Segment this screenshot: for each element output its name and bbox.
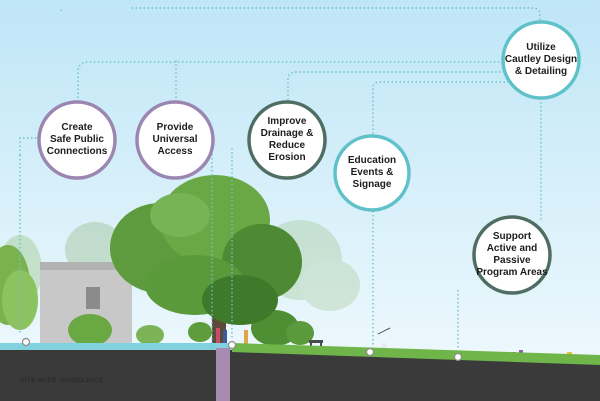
building: [40, 262, 132, 344]
bubble-cautley-design: [501, 20, 581, 100]
grass-slope: [232, 343, 600, 365]
bubble-safe-public-connections: [37, 100, 117, 180]
bubble-program-areas: [472, 215, 552, 295]
tree-trunk-section: [216, 348, 230, 401]
bubble-universal-access: [135, 100, 215, 180]
site-wide-guidelines-label: SITE-WIDE GUIDELINES: [20, 377, 104, 384]
path-surface: [0, 343, 232, 350]
bubble-drainage-erosion: [247, 100, 327, 180]
large-tree: [110, 175, 302, 345]
bubble-education-events: [333, 134, 411, 212]
ground-section: [0, 348, 600, 401]
ground-markers: [21, 337, 463, 362]
